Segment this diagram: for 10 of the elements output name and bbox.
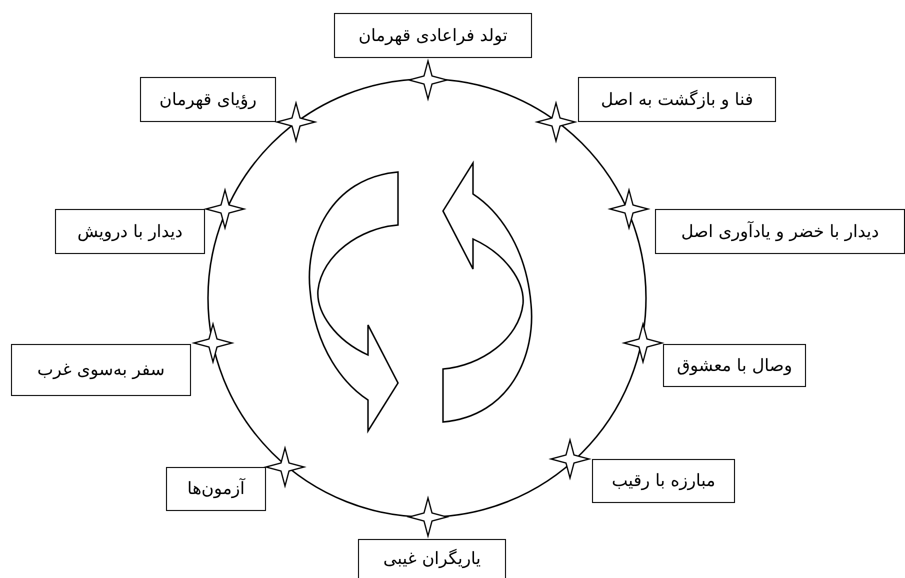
stage-label: وصال با معشوق [663,344,806,387]
stage-label: دیدار با خضر و یادآوری اصل [655,209,905,254]
stage-label: یاریگران غیبی [358,539,506,578]
stage-label: آزمون‌ها [166,467,266,511]
stage-label: دیدار با درویش [55,209,205,254]
stage-label: فنا و بازگشت به اصل [578,77,776,122]
stage-label: رؤیای قهرمان [140,77,276,122]
stage-label: مبارزه با رقیب [592,459,735,503]
stage-label: تولد فراعادی قهرمان [334,13,532,58]
stage-label: سفر به‌سوی غرب [11,344,191,396]
